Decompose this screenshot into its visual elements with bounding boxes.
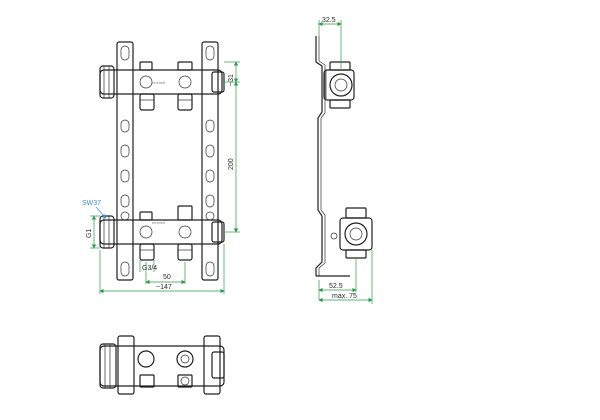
dim-top-offset: ~31 (228, 74, 235, 86)
plan-outlet-right (176, 350, 194, 368)
plan-view (99, 335, 225, 395)
dim-outlet-thread: G3/4 (142, 265, 157, 272)
top-manifold-bar: emmeti (99, 61, 225, 111)
right-mounting-bracket (201, 41, 219, 281)
side-lower-fitting (330, 207, 373, 259)
side-view: 32.5 52.5 max. 75 (315, 17, 373, 304)
bottom-logo-text: emmeti (152, 220, 165, 225)
dim-thread-main: G1 (86, 229, 93, 238)
side-bracket (315, 36, 323, 276)
dim-overall-width: ~147 (156, 284, 172, 291)
side-dimensions: 32.5 52.5 max. 75 (318, 17, 373, 304)
side-upper-fitting (323, 61, 355, 109)
dim-max-depth: max. 75 (332, 293, 357, 300)
dim-top-depth: 32.5 (322, 17, 336, 24)
front-dimensions: ~31 200 G1 SW37 G3/4 50 ~147 (82, 61, 240, 294)
plan-outlet-left (137, 350, 155, 368)
dim-wrench-size: SW37 (82, 200, 101, 207)
dim-bottom-depth: 52.5 (329, 283, 343, 290)
bottom-manifold-bar: emmeti (99, 205, 225, 261)
dim-outlet-spacing: 50 (163, 274, 171, 281)
front-view: emmeti emmeti ~31 200 (82, 41, 240, 294)
left-mounting-bracket (116, 41, 134, 281)
top-logo-text: emmeti (152, 80, 165, 85)
dim-center-distance: 200 (228, 158, 235, 170)
